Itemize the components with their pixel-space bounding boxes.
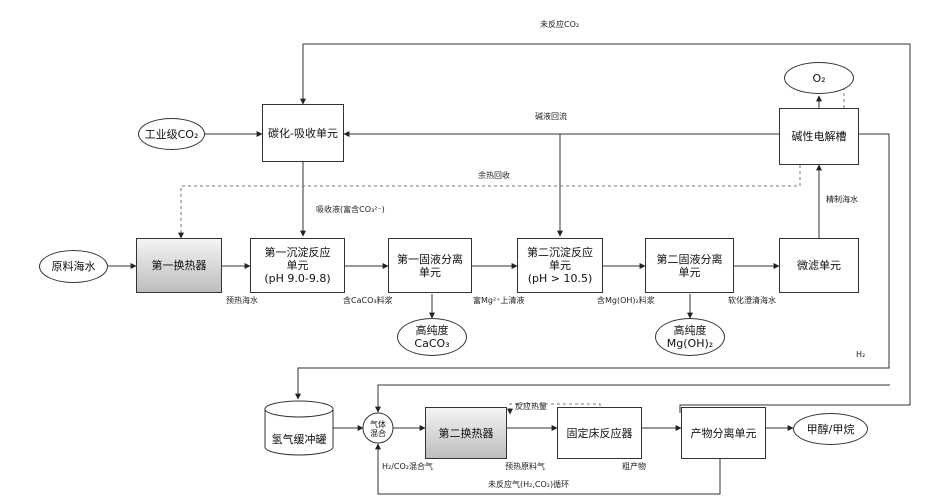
carbonation-unit: 碳化-吸收单元	[262, 104, 344, 162]
label-preheated-seawater: 预热海水	[226, 296, 258, 306]
label-h2: H₂	[856, 350, 865, 360]
product-separation-unit: 产物分离单元	[681, 407, 766, 459]
label-preheated-feed: 预热原料气	[505, 462, 545, 472]
label-unreacted-co2: 未反应CO₂	[540, 20, 579, 30]
label-crude-product: 粗产物	[622, 462, 646, 472]
h2-buffer-tank: 氢气缓冲罐	[265, 431, 333, 447]
separation-unit-1: 第一固液分离 单元	[388, 238, 472, 293]
separation-unit-2: 第二固液分离 单元	[645, 238, 734, 293]
label-refined-brine: 精制海水	[826, 195, 858, 205]
heat-exchanger-1: 第一换热器	[136, 238, 222, 293]
fixed-bed-reactor: 固定床反应器	[557, 407, 642, 459]
label-mg-supernatant: 富Mg²⁺上清液	[473, 296, 524, 306]
heat-exchanger-2: 第二换热器	[425, 407, 507, 459]
gas-mixer: 气体 混合	[363, 420, 393, 438]
precip-unit-1: 第一沉淀反应 单元 (pH 9.0-9.8)	[250, 238, 345, 293]
precip-unit-2: 第二沉淀反应 单元 (pH > 10.5)	[517, 238, 603, 293]
label-absorbed-liquid: 吸收液(富含CO₃²⁻)	[316, 205, 385, 215]
label-softened-seawater: 软化澄清海水	[728, 296, 776, 306]
o2-node: O₂	[784, 62, 854, 94]
mgoh2-product: 高纯度 Mg(OH)₂	[655, 318, 725, 356]
label-reaction-heat: 反应热量	[515, 402, 547, 412]
alkaline-electrolyzer: 碱性电解槽	[779, 108, 859, 165]
label-caco3-slurry: 含CaCO₃料浆	[343, 296, 393, 306]
caco3-product: 高纯度 CaCO₃	[397, 318, 467, 356]
label-mgoh2-slurry: 含Mg(OH)₂料浆	[597, 296, 655, 306]
label-recycle-heat: 余热回收	[478, 171, 510, 181]
methanol-methane-product: 甲醇/甲烷	[793, 413, 868, 445]
label-unreacted-gas: 未反应气(H₂,CO₂)循环	[488, 480, 569, 490]
industrial-co2-node: 工业级CO₂	[138, 118, 205, 150]
label-alkaline-return: 碱液回流	[535, 112, 567, 122]
seawater-node: 原料海水	[39, 250, 108, 283]
micro-filter-unit: 微滤单元	[779, 238, 859, 293]
label-h2-co2-mix: H₂/CO₂混合气	[382, 462, 433, 472]
